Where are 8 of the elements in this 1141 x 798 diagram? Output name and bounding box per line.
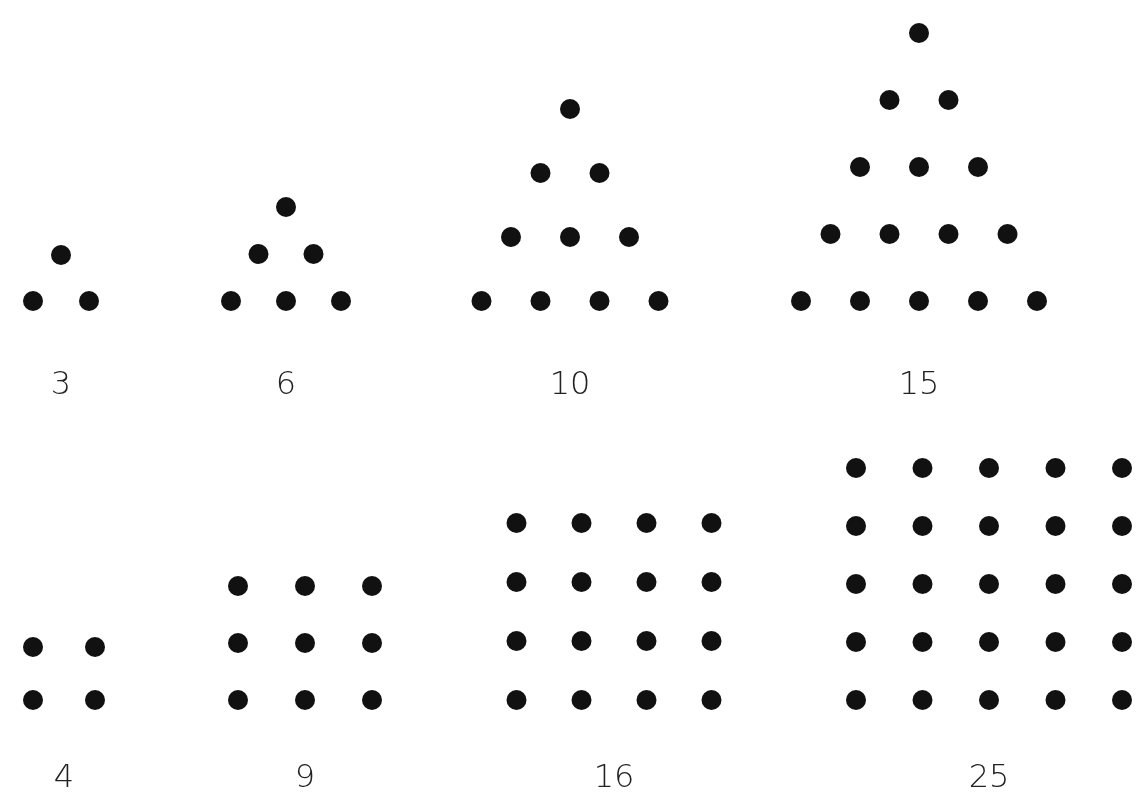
number-label: 16 bbox=[593, 760, 635, 792]
number-label: 10 bbox=[549, 367, 591, 399]
number-label: 25 bbox=[968, 760, 1010, 792]
number-label: 4 bbox=[53, 760, 75, 792]
number-label: 6 bbox=[275, 367, 297, 399]
number-label: 15 bbox=[898, 367, 940, 399]
number-label: 3 bbox=[50, 367, 72, 399]
number-label: 9 bbox=[294, 760, 316, 792]
